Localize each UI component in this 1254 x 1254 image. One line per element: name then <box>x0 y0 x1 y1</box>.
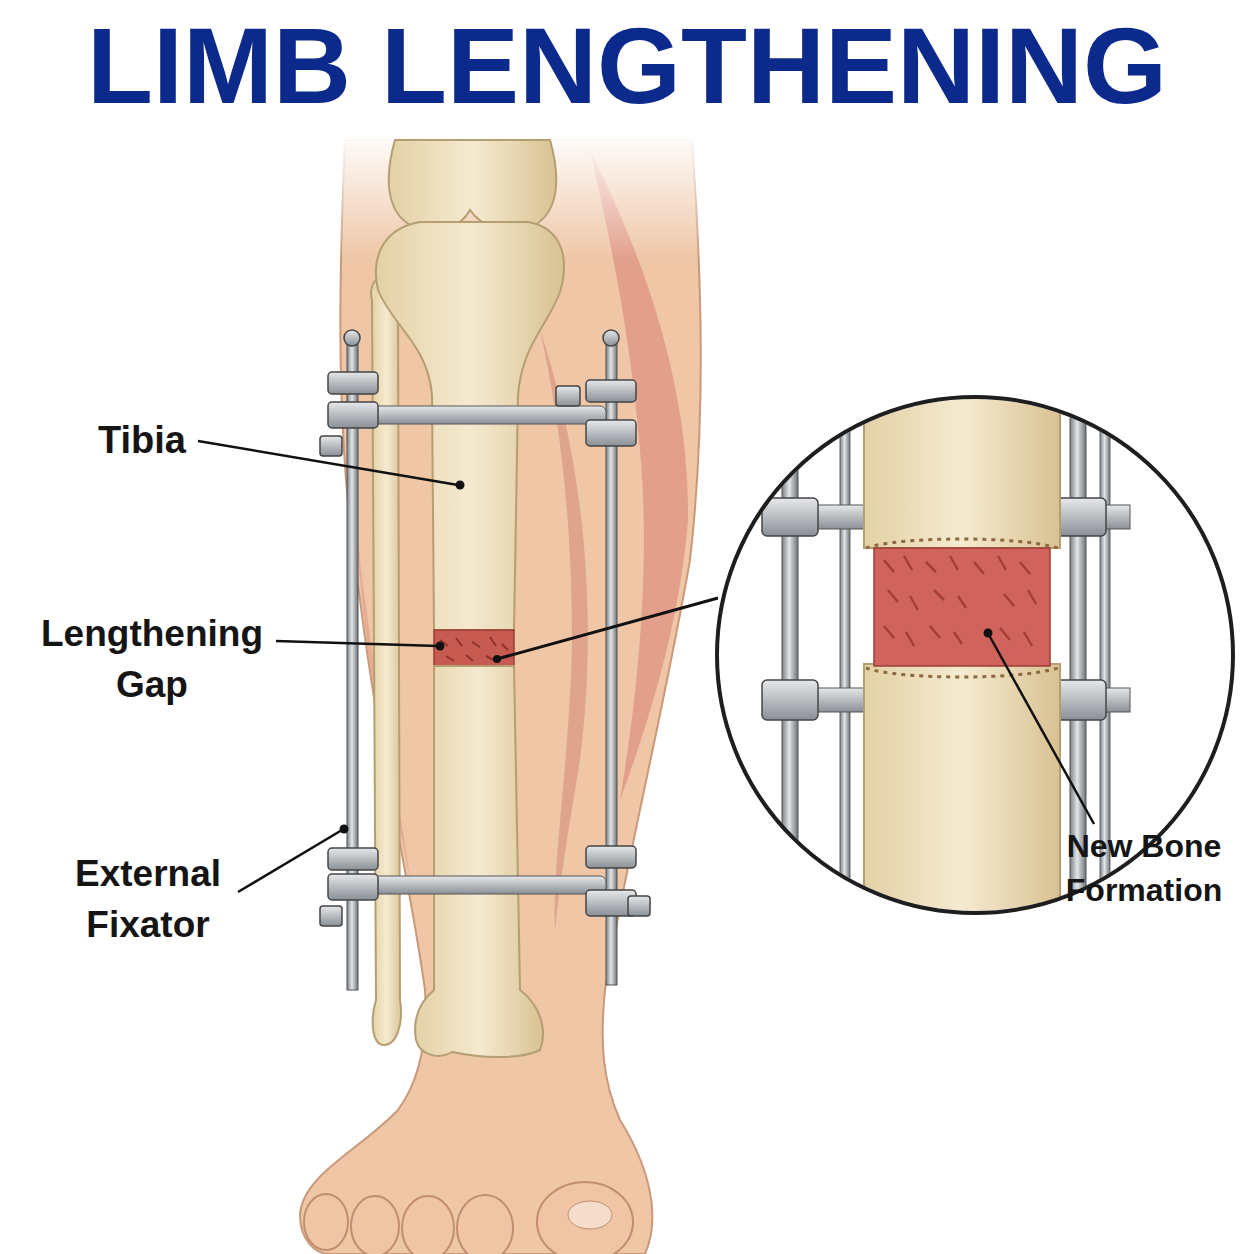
big-toe <box>537 1182 633 1254</box>
femur <box>389 140 556 230</box>
clamp <box>586 380 636 402</box>
zoom-leader <box>497 598 718 659</box>
zoom-rod <box>840 390 850 930</box>
toenail <box>568 1201 612 1229</box>
fixator-bar <box>362 876 606 894</box>
leader-line <box>198 441 458 485</box>
clamp <box>328 402 378 428</box>
rod-cap <box>603 330 619 346</box>
leader-dot <box>456 481 465 490</box>
clamp <box>586 846 636 868</box>
clamp <box>320 436 342 456</box>
leader-dot <box>984 629 993 638</box>
toe <box>457 1195 513 1254</box>
zoom-clamp <box>762 498 818 536</box>
porous-end <box>866 539 1058 548</box>
clamp <box>328 874 378 900</box>
clamp <box>556 386 580 406</box>
part-label: Tibia <box>42 414 242 466</box>
clamp <box>586 420 636 446</box>
clamp <box>320 906 342 926</box>
lengthening-gap <box>434 630 514 666</box>
toe <box>351 1196 399 1254</box>
regenerate-texture <box>884 556 1036 646</box>
part-label: External Fixator <box>46 848 251 950</box>
title: LIMB LENGTHENING <box>0 4 1254 128</box>
leader-dot <box>493 655 501 663</box>
porous-end <box>866 668 1058 677</box>
leg-skin <box>300 140 701 1254</box>
clamp <box>628 896 650 916</box>
new-bone-regenerate <box>874 548 1050 666</box>
tibia-lower <box>415 666 543 1057</box>
leader-dot <box>436 642 445 651</box>
tibia-upper <box>376 222 564 630</box>
leader-line <box>989 635 1094 824</box>
leader-line <box>238 830 342 892</box>
toe <box>402 1196 454 1254</box>
fixator-bar <box>362 406 606 424</box>
zoom-bone <box>864 664 1060 934</box>
part-label: Lengthening Gap <box>30 608 275 710</box>
clamp <box>328 372 378 394</box>
rod-cap <box>344 330 360 346</box>
leader-line <box>276 641 438 646</box>
zoom-clamp <box>762 680 818 720</box>
clamp <box>328 848 378 870</box>
part-label: New Bone Formation <box>1049 824 1239 912</box>
zoom-bone <box>864 380 1060 548</box>
toe <box>304 1194 348 1250</box>
leader-dot <box>340 825 349 834</box>
